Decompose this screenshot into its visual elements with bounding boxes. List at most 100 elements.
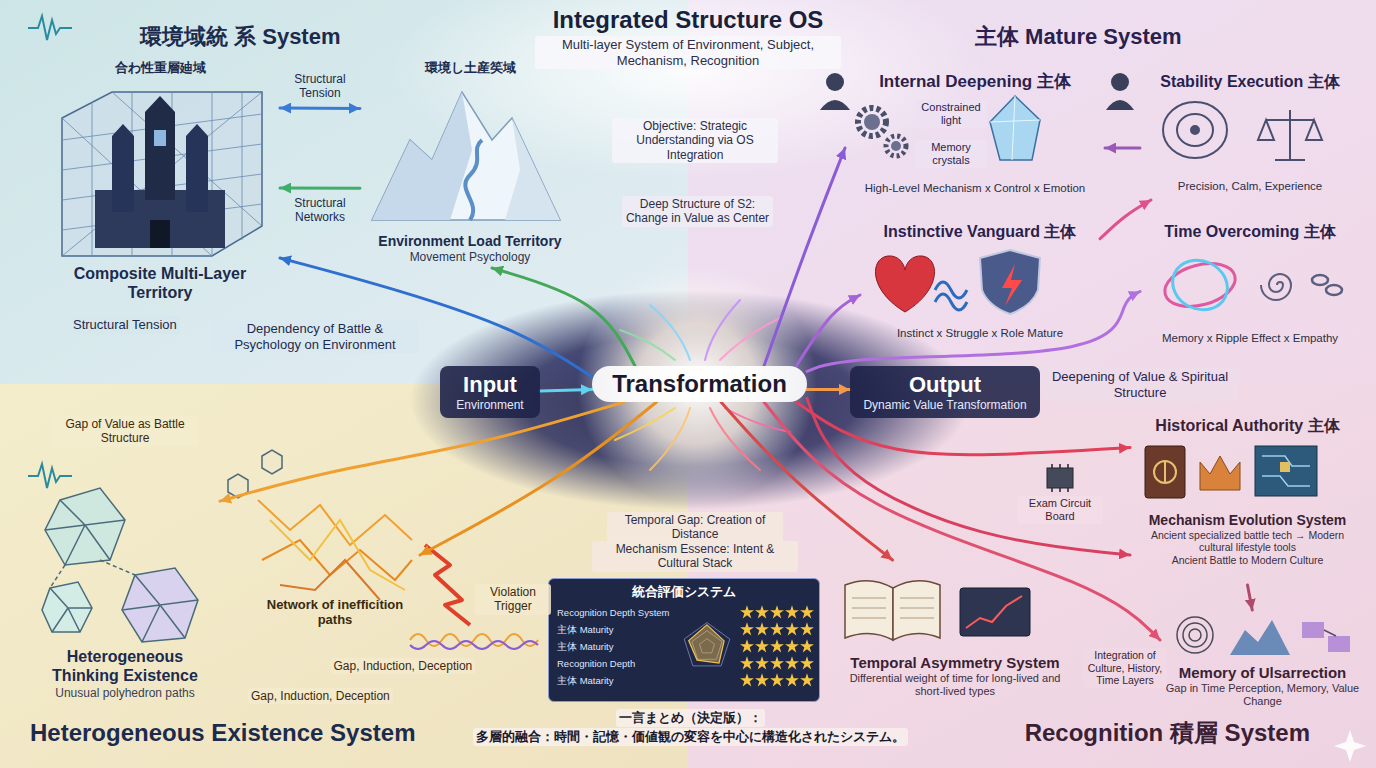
energy-rays [650,408,690,470]
flow-arrow [764,402,1160,640]
person-icon [820,100,850,110]
node-text: Instinct x Struggle x Role Mature [866,327,1094,341]
rating-star [770,639,784,652]
rating-star [800,622,814,635]
recognition-panel: Mechanism Evolution SystemAncient specia… [1130,510,1365,585]
node-text: Dynamic Value Transformation [856,398,1034,412]
orbit-icon [1163,102,1227,158]
node-text: Recognition Depth [557,655,679,672]
polyhedron-illustration [45,488,125,565]
node-heading: Memory of Ulsarrection [1164,664,1361,682]
subject-panel: Time Overcoming 主体Memory x Ripple Effect… [1140,220,1360,350]
rating-star [755,656,769,669]
fortress-illustration [62,92,262,256]
flow-arrow [1100,200,1151,239]
memory-icon [1189,629,1201,641]
rating-star [740,639,754,652]
node-heading: Internal Deepening 主体 [851,72,1099,92]
energy-rays [720,318,780,360]
wave-illustration [410,634,538,649]
node-text: Recognition Depth System [557,604,679,621]
fortress-illustration [145,96,175,200]
time-ring-icon [1164,251,1235,318]
node-text: Environment [444,398,536,412]
circuit-board-icon [1255,446,1317,496]
rating-star [755,622,769,635]
node-heading: Heterogeneous Thinking Existence [34,647,216,685]
path-network-illustration [258,500,412,600]
radar-shape [689,625,724,663]
fortress-illustration [62,92,262,256]
annotation-label: Constrained light [915,100,987,128]
node-heading: Output [856,372,1034,398]
rating-star [785,605,799,618]
annotation-label: 一言まとめ（決定版）： [616,709,765,727]
annotation-label: Violation Trigger [475,584,551,615]
node-text: Unusual polyhedron paths [34,686,216,700]
node-heading: 主体 Mature System [975,24,1376,50]
quadrant-panel: 主体 Mature SystemInternal Deepening 主体 Hig… [800,0,1376,384]
node-text: High-Level Mechanism x Control x Emotion [851,182,1099,196]
polyhedron-illustration [50,560,135,588]
sparkle-icon [1334,730,1366,762]
memory-icon [1183,623,1207,647]
wave-icon [935,294,967,310]
open-book-icon [852,598,934,618]
radar-grid [684,623,730,666]
book-icon [1145,446,1185,498]
rating-star [785,673,799,686]
chip-icon [1052,464,1068,492]
annotation-label: Integration of Culture, History, Time La… [1083,648,1167,688]
node-heading: Time Overcoming 主体 [1146,222,1354,241]
annotation-label: Structural Tension [70,316,180,334]
rating-star [770,605,784,618]
subject-panel: Stability Execution 主体Precision, Calm, E… [1140,70,1360,200]
shield-icon [980,250,1040,314]
fortress-illustration [154,130,166,146]
node-text: 主体 Matarity [557,672,679,689]
annotation-label: Exam Circuit Board [1017,496,1103,524]
crystal-icon [990,96,1040,160]
mountain-illustration [465,140,482,220]
node-heading: Heterogeneous Existence System [30,719,540,748]
chart-monitor-icon [966,596,1022,628]
node-heading: Input [444,372,536,398]
person-icon [826,73,844,91]
node-text: Composite Multi-Layer Territory [46,264,274,302]
shield-icon [980,250,1040,314]
gear-icon [858,108,906,156]
chart-monitor-icon [960,588,1030,636]
path-network-illustration [258,500,412,545]
person-icon [1106,100,1134,110]
book-icon [1154,461,1176,483]
path-network-illustration [270,520,405,590]
node-heading: Instinctive Vanguard 主体 [866,222,1094,241]
node-heading: 合わ性重層廸域 [46,60,274,76]
time-ring-icon [1312,275,1328,285]
annotation-label: Dependency of Battle & Psychology on Env… [212,320,418,353]
open-book-icon [893,581,940,640]
fortress-illustration [62,92,262,256]
annotation-label: Objective: Strategic Understanding via O… [612,118,778,163]
path-network-illustration [262,540,412,580]
open-book-icon [845,581,893,640]
flow-arrow [280,187,360,190]
rating-star [755,673,769,686]
fortress-illustration [186,124,208,212]
polyhedron-illustration [45,500,125,565]
evaluation-panel: 統合評価システムRecognition Depth System主体 Matur… [548,578,820,702]
rating-star [740,622,754,635]
node-heading: Network of inefficition paths [254,597,416,628]
circuit-board-icon [1280,462,1290,472]
node-heading: Stability Execution 主体 [1146,72,1354,91]
memory-icon [1328,636,1350,652]
chart-monitor-icon [960,588,1030,636]
node-text: 主体 Maturity [557,621,679,638]
memory-icon [1177,617,1350,655]
output-chip: OutputDynamic Value Transformation [850,366,1040,418]
annotation-label: Memory crystals [915,140,987,168]
subject-panel: Instinctive Vanguard 主体 Instinct x Strugg… [860,220,1100,345]
node-text: Differential weight of time for long-liv… [836,672,1074,698]
rating-star [785,622,799,635]
book-icon [1145,446,1185,498]
